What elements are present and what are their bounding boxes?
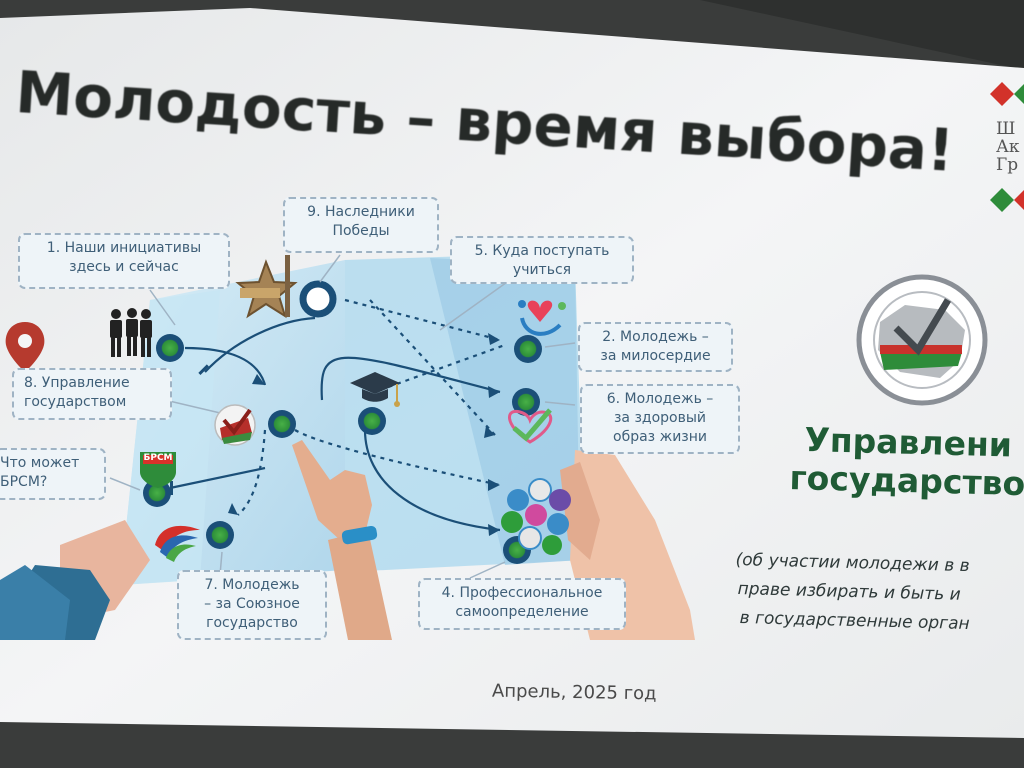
heart-check-icon [508,408,553,444]
graduation-cap-icon [350,372,400,407]
node-mercy [514,335,542,363]
election-check-icon [214,404,256,446]
callout-healthy-line1: 6. Молодежь – [606,391,714,407]
location-pin-icon [5,322,45,372]
heading-line2: государство [788,458,1024,504]
map-nodes [143,280,542,564]
callout-profession-line1: 4. Профессиональное [441,585,603,601]
node-brsm [143,479,171,507]
callout-study-line2: учиться [512,262,572,278]
callout-healthy-line2: за здоровый [613,410,707,426]
callout-brsm-line2: БРСМ? [0,474,48,490]
callout-mercy: 2. Молодежь – за милосердие [578,322,733,372]
callout-where-to-study: 5. Куда поступать учиться [450,236,634,284]
callout-union-line2: – за Союзное [204,596,300,612]
callout-union-state: 7. Молодежь – за Союзное государство [177,570,327,640]
callout-profession-line2: самоопределение [455,604,589,620]
callout-healthy-line3: образ жизни [613,429,707,445]
callout-union-line3: государство [206,615,298,631]
heart-hands-icon [518,300,566,336]
callout-victory-heirs: 9. Наследники Победы [283,197,439,253]
node-union-state [206,521,234,549]
node-victory [299,280,337,318]
node-initiatives [156,334,184,362]
callout-government-line2: государством [24,394,127,410]
callout-initiatives-line1: 1. Наши инициативы [46,240,202,256]
pointing-hand-icon [292,440,372,540]
community-circles-icon [501,478,571,555]
callout-victory-line2: Победы [332,223,390,239]
node-government [268,410,296,438]
brsm-badge-label: БРСМ [143,453,173,463]
logo-text-line2: Ак [996,137,1020,157]
election-commission-emblem-icon [856,274,988,406]
callout-government: 8. Управление государством [12,368,172,420]
callout-mercy-line2: за милосердие [600,348,711,364]
arrow-lines [169,298,506,532]
callout-study-line1: 5. Куда поступать [474,243,610,259]
callout-profession: 4. Профессиональное самоопределение [418,578,626,630]
callout-brsm-line1: Что может [0,455,80,471]
brsm-badge-icon [140,452,176,488]
slide-date: Апрель, 2025 год [491,680,657,705]
callout-union-line1: 7. Молодежь [204,577,300,593]
logo-text: Ш Ак Гр [996,120,1020,174]
logo-text-line1: Ш [996,119,1016,139]
people-icon [110,308,152,357]
union-logo-icon [155,525,200,562]
callout-brsm: Что может БРСМ? [0,448,106,500]
star-monument-icon [235,255,298,319]
callout-initiatives: 1. Наши инициативы здесь и сейчас [18,233,230,289]
callout-healthy-lifestyle: 6. Молодежь – за здоровый образ жизни [580,384,740,454]
node-healthy [512,388,540,416]
logo-text-line3: Гр [996,155,1019,175]
callout-government-line1: 8. Управление [24,375,130,391]
callout-victory-line1: 9. Наследники [307,204,415,220]
top-right-logo-icon [990,82,1024,212]
subtitle-line2: праве избирать и быть и [737,578,961,605]
callout-initiatives-line2: здесь и сейчас [69,259,179,275]
callout-mercy-line1: 2. Молодежь – [602,329,709,345]
node-education [358,407,386,435]
